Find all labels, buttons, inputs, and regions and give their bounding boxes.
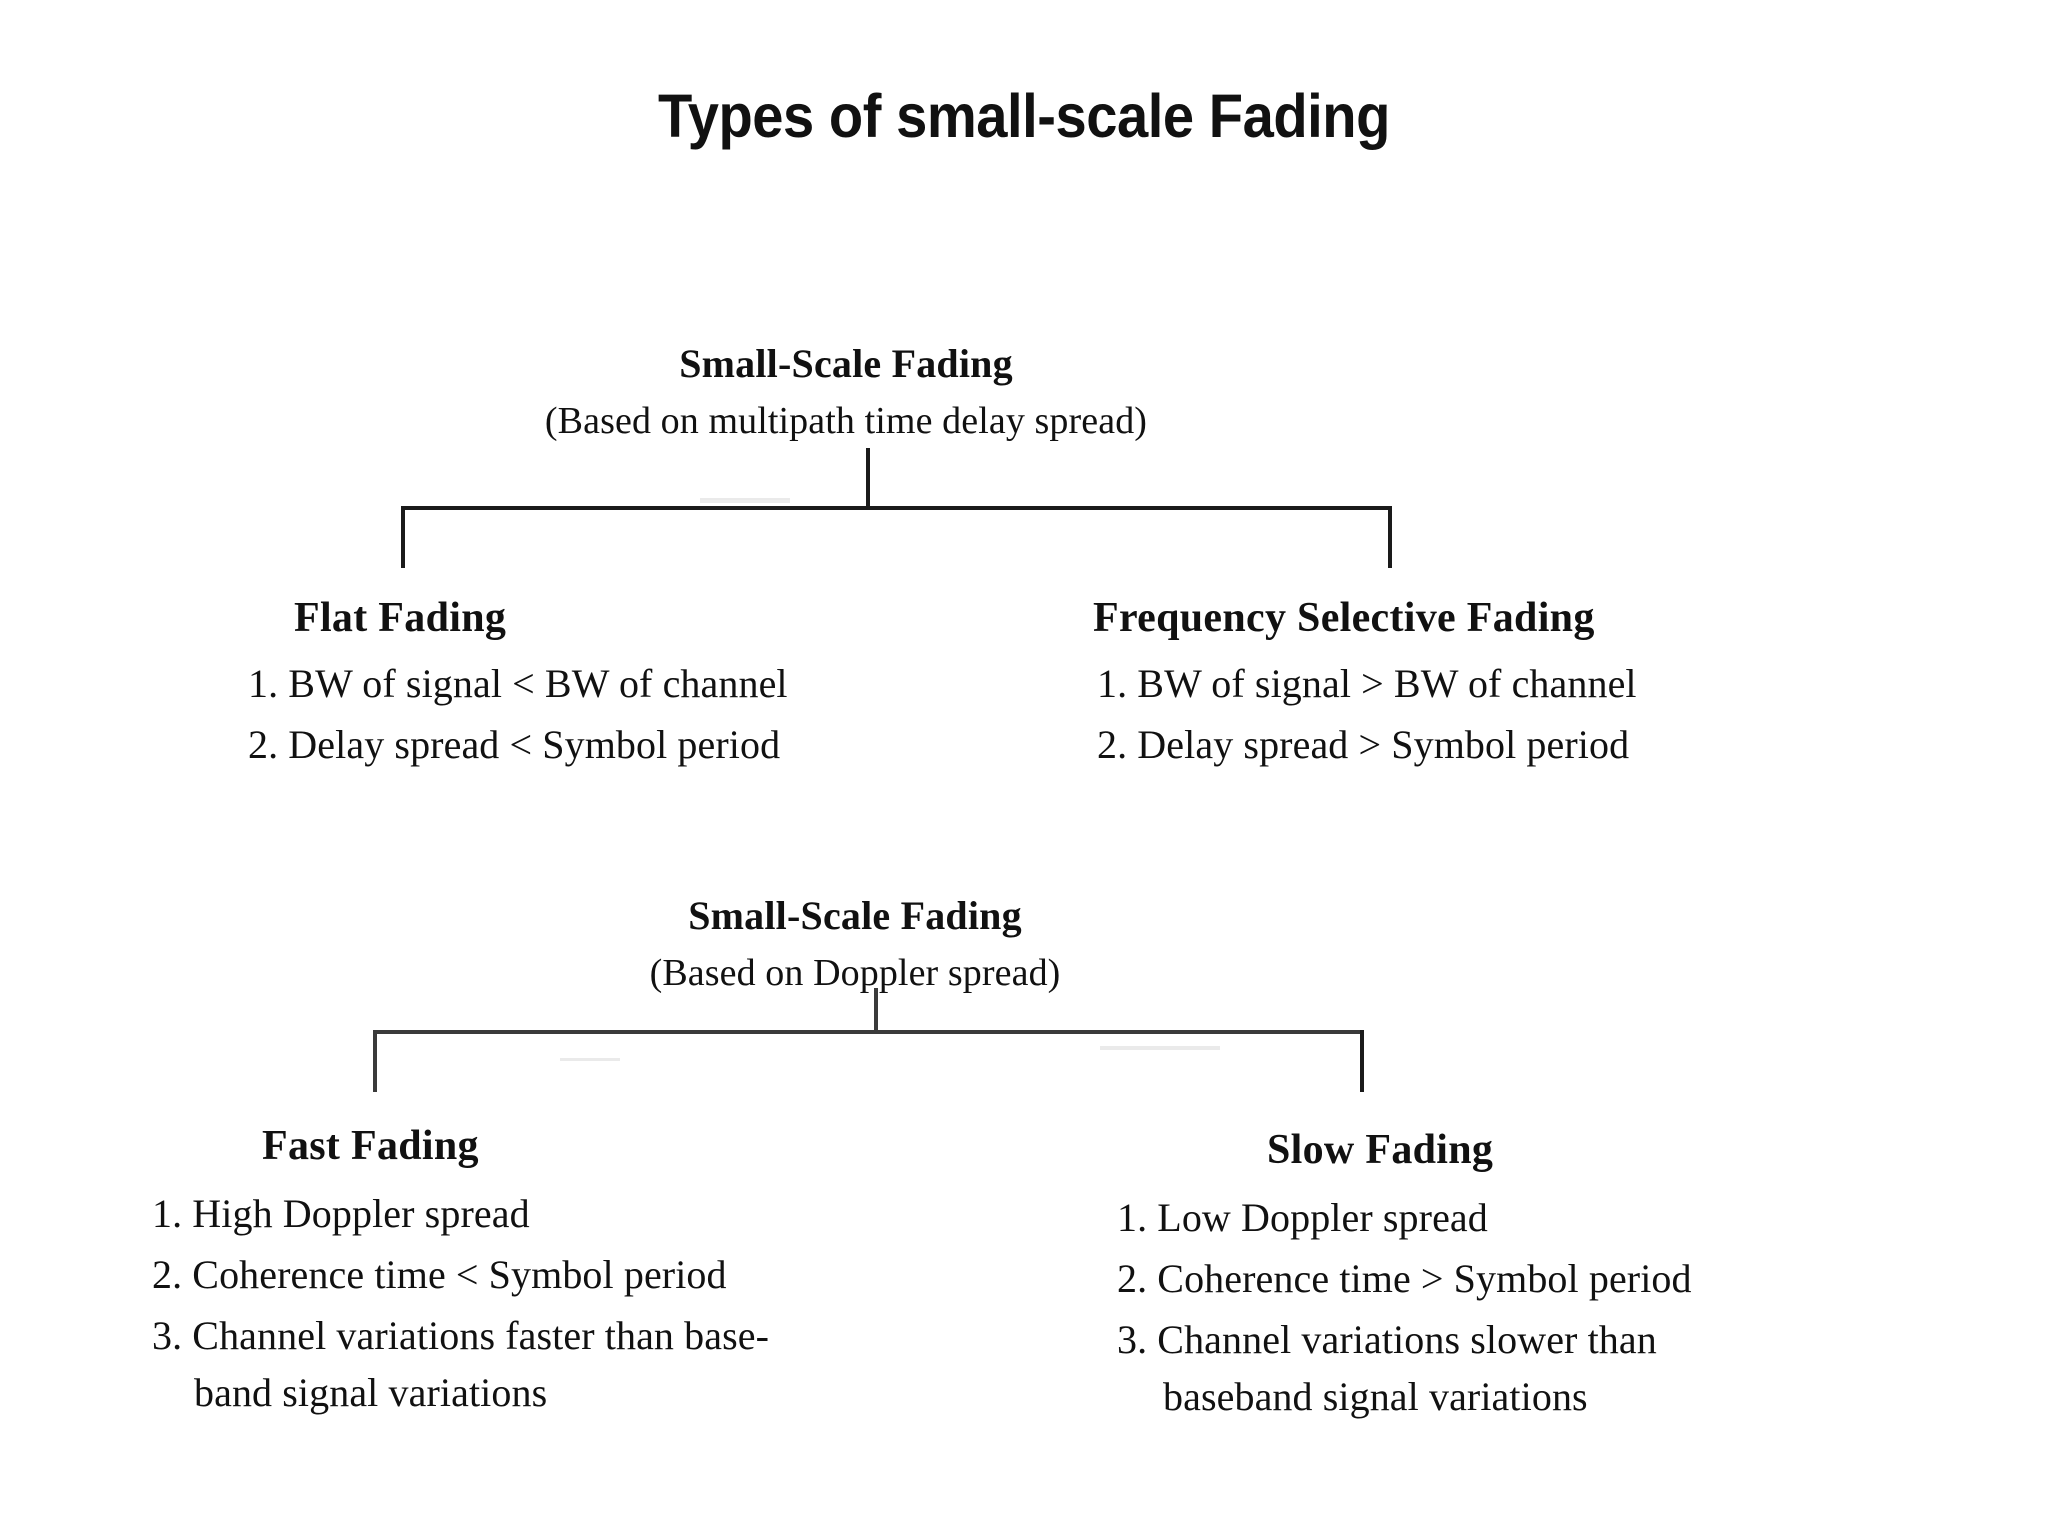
branch-flat-fading-title: Flat Fading [294,595,507,641]
branch-slow-fading-item-1: 1. Low Doppler spread [1117,1195,1488,1240]
branch-flat-fading-item-2: 2. Delay spread < Symbol period [248,722,781,767]
branch-frequency-selective-fading-item-1: 1. BW of signal > BW of channel [1097,661,1637,706]
scan-speckle [560,1058,620,1061]
branch-fast-fading-item-2: 2. Coherence time < Symbol period [152,1252,727,1297]
branch-flat-fading-item-1: 1. BW of signal < BW of channel [248,661,788,706]
tree2-stem-line [874,988,878,1032]
tree2-left-drop-line [373,1030,377,1092]
tree2-root-title: Small-Scale Fading [688,893,1022,938]
branch-slow-fading-item-3: 3. Channel variations slower than [1117,1317,1657,1362]
tree2-cross-line [373,1030,1364,1034]
branch-fast-fading-item-3: 3. Channel variations faster than base- [152,1313,770,1358]
tree2-right-drop-line [1360,1030,1364,1092]
tree1-root-subtitle: (Based on multipath time delay spread) [544,400,1148,442]
branch-slow-fading-item-3-continuation: baseband signal variations [1163,1374,1588,1419]
branch-slow-fading-title: Slow Fading [1267,1127,1494,1173]
scan-speckle [1100,1046,1220,1050]
tree1-right-drop-line [1388,506,1392,568]
tree2-root-subtitle: (Based on Doppler spread) [649,952,1061,994]
branch-slow-fading-item-2: 2. Coherence time > Symbol period [1117,1256,1692,1301]
branch-slow-fading: Slow Fading 1. Low Doppler spread 2. Coh… [1103,1126,1963,1420]
branch-frequency-selective-fading-item-2: 2. Delay spread > Symbol period [1097,722,1630,767]
tree1-left-drop-line [401,506,405,568]
branch-fast-fading-item-1: 1. High Doppler spread [152,1191,530,1236]
branch-frequency-selective-fading-title: Frequency Selective Fading [1093,595,1595,641]
branch-frequency-selective-fading: Frequency Selective Fading 1. BW of sign… [1093,594,1893,768]
tree1-cross-line [401,506,1392,510]
branch-flat-fading: Flat Fading 1. BW of signal < BW of chan… [248,594,948,768]
tree2-root-node: Small-Scale Fading (Based on Doppler spr… [0,892,2048,994]
tree1-root-node: Small-Scale Fading (Based on multipath t… [0,340,2048,442]
branch-fast-fading-title: Fast Fading [262,1123,479,1169]
tree1-root-title: Small-Scale Fading [679,341,1013,386]
branch-fast-fading: Fast Fading 1. High Doppler spread 2. Co… [152,1122,972,1416]
scan-speckle [700,498,790,503]
tree1-stem-line [866,448,870,510]
branch-fast-fading-item-3-continuation: band signal variations [194,1370,548,1415]
page-title: Types of small-scale Fading [658,82,1390,150]
